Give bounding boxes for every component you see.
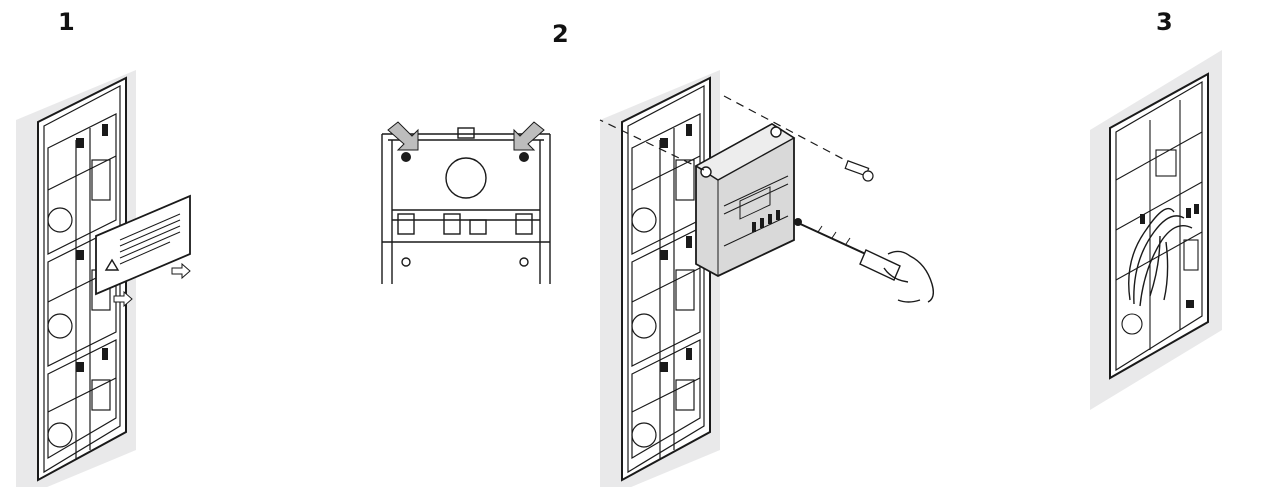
figure-3-wiring xyxy=(1090,50,1222,410)
figure-2-detail-view xyxy=(381,121,551,284)
arrow-icon xyxy=(513,121,545,151)
warning-icon xyxy=(104,258,120,271)
figure-1-box-with-label xyxy=(15,69,191,487)
figure-2-module-insertion xyxy=(599,69,935,487)
step-number-2: 2 xyxy=(552,20,569,48)
screwdriver-icon xyxy=(794,218,901,281)
step-number-1: 1 xyxy=(58,8,75,36)
arrow-icon xyxy=(113,290,133,308)
arrow-icon xyxy=(387,121,419,151)
step-number-3: 3 xyxy=(1156,8,1173,36)
screw-icon xyxy=(844,160,874,182)
arrow-icon xyxy=(171,262,191,280)
hand-icon xyxy=(883,250,935,303)
